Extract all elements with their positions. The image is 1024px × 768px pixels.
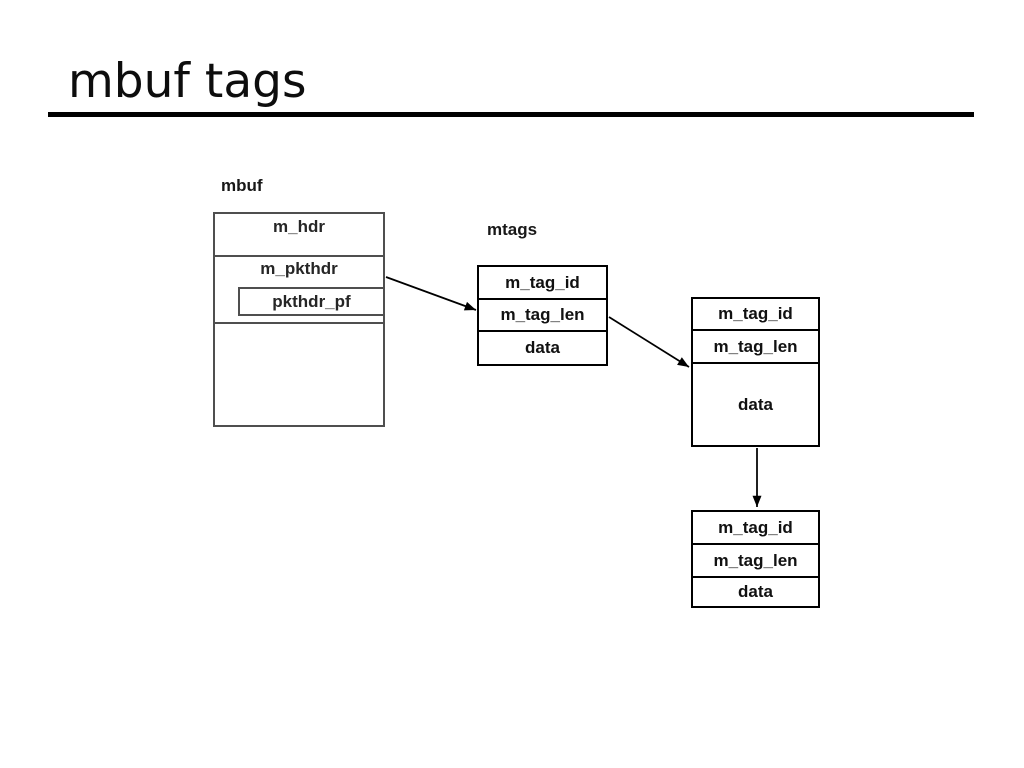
mbuf-divider-1 <box>215 255 383 257</box>
arrow-mbuf-to-mtags <box>385 276 477 311</box>
mbuf-row-pkthdr-pf: pkthdr_pf <box>272 291 351 311</box>
tag2-row-m-tag-len: m_tag_len <box>693 329 818 362</box>
mbuf-divider-2 <box>215 322 383 324</box>
tag3-row-m-tag-id: m_tag_id <box>718 517 793 537</box>
mtags-row-m-tag-len: m_tag_len <box>479 298 606 330</box>
page-title: mbuf tags <box>68 54 307 109</box>
title-underline <box>48 112 974 117</box>
mbuf-box-label: mbuf <box>221 176 263 195</box>
mtags-box: m_tag_id m_tag_len data <box>477 265 608 366</box>
tag2-box: m_tag_id m_tag_len data <box>691 297 820 447</box>
mtags-row-data: data <box>479 330 606 364</box>
mbuf-row-m-hdr: m_hdr <box>273 217 325 236</box>
pkthdr-pf-box: pkthdr_pf <box>238 287 385 316</box>
mbuf-row-m-pkthdr: m_pkthdr <box>260 259 338 278</box>
tag3-row-m-tag-len: m_tag_len <box>693 543 818 576</box>
mtags-row-m-tag-id: m_tag_id <box>505 272 580 292</box>
tag3-box: m_tag_id m_tag_len data <box>691 510 820 608</box>
tag2-row-m-tag-id: m_tag_id <box>718 304 793 323</box>
tag2-row-data: data <box>693 362 818 445</box>
mtags-box-label: mtags <box>487 220 538 239</box>
tag3-row-data: data <box>693 576 818 606</box>
mbuf-box: m_hdr m_pkthdr pkthdr_pf <box>213 212 385 427</box>
arrow-mtags-to-tag2 <box>608 316 690 368</box>
